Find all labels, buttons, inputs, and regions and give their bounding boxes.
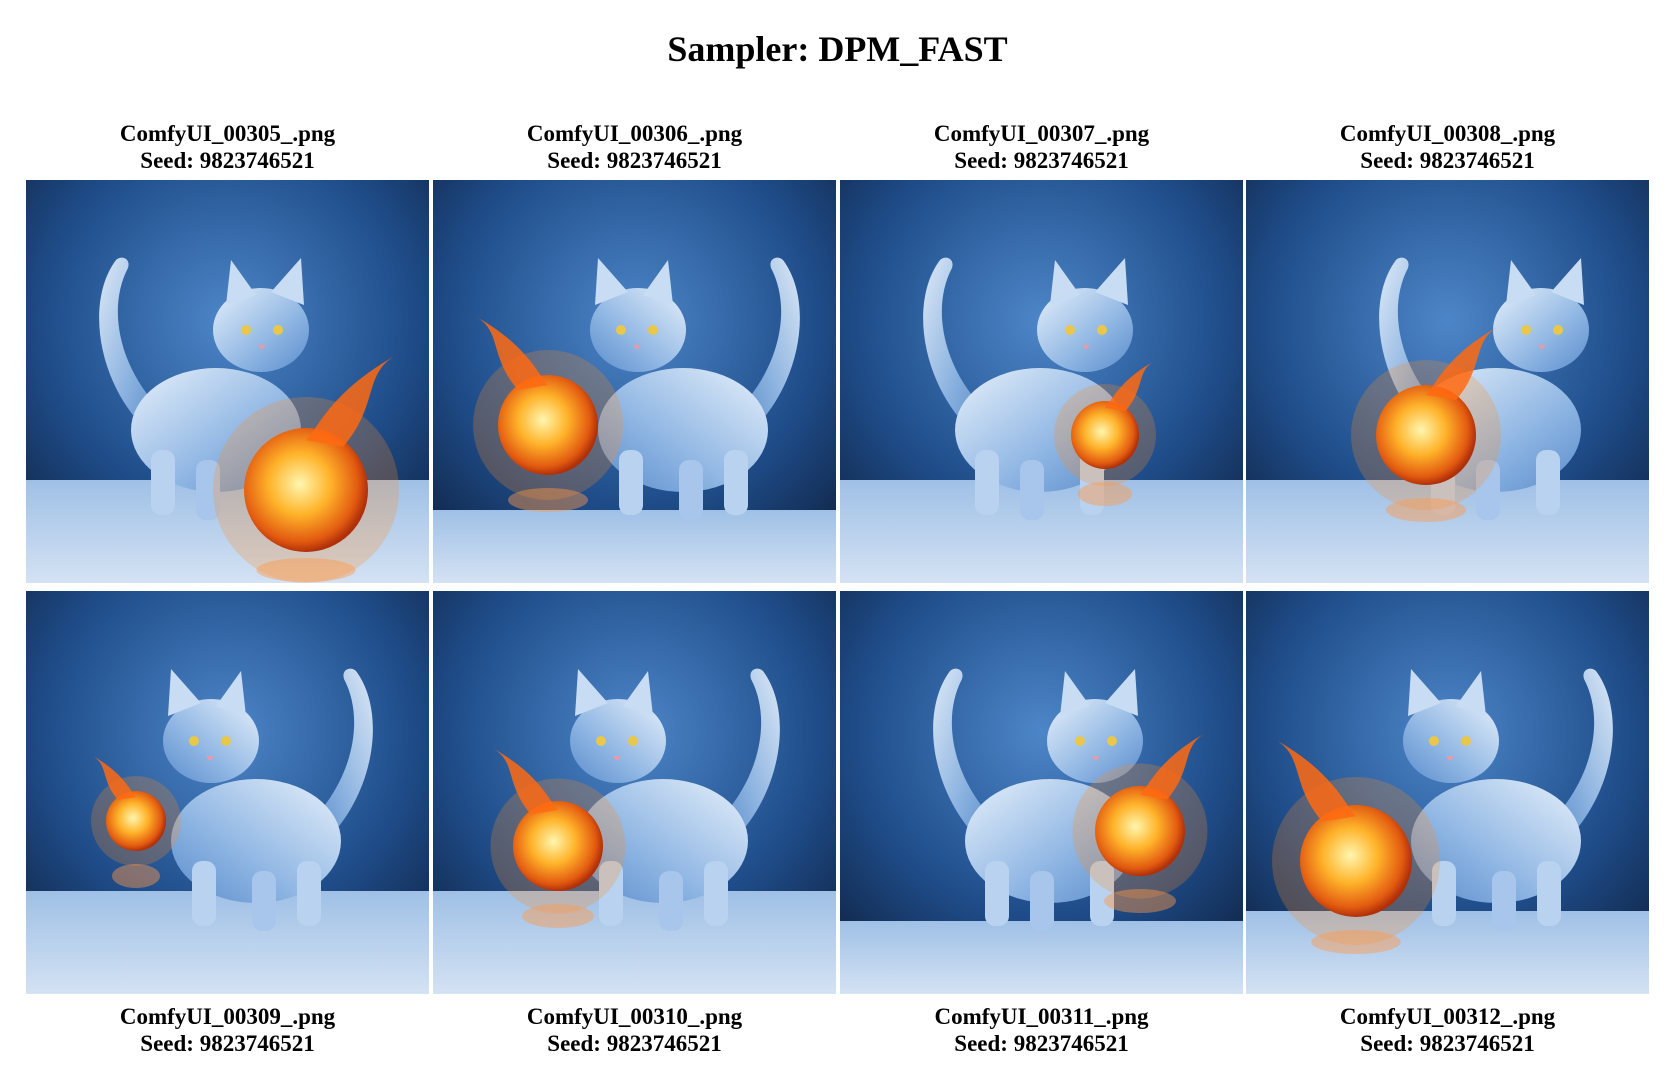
cat-with-fireball-image — [1246, 591, 1649, 994]
image-seed: Seed: 9823746521 — [954, 1031, 1129, 1056]
image-filename: ComfyUI_00311_.png — [934, 1004, 1149, 1029]
cat-with-fireball-image — [1246, 180, 1649, 583]
image-filename: ComfyUI_00305_.png — [119, 121, 336, 146]
image-caption: ComfyUI_00312_.png Seed: 9823746521 — [1246, 1003, 1649, 1057]
image-seed: Seed: 9823746521 — [1360, 148, 1535, 173]
image-filename: ComfyUI_00308_.png — [1339, 121, 1556, 146]
image-thumbnail[interactable] — [840, 180, 1243, 583]
image-thumbnail[interactable] — [1246, 591, 1649, 994]
cat-with-fireball-image — [26, 591, 429, 994]
cat-with-fireball-image — [433, 591, 836, 994]
image-seed: Seed: 9823746521 — [140, 148, 315, 173]
image-thumbnail[interactable] — [840, 591, 1243, 994]
image-thumbnail[interactable] — [26, 591, 429, 994]
image-thumbnail[interactable] — [433, 591, 836, 994]
image-thumbnail[interactable] — [433, 180, 836, 583]
image-caption: ComfyUI_00310_.png Seed: 9823746521 — [433, 1003, 836, 1057]
image-caption: ComfyUI_00309_.png Seed: 9823746521 — [26, 1003, 429, 1057]
image-filename: ComfyUI_00307_.png — [933, 121, 1150, 146]
image-filename: ComfyUI_00306_.png — [526, 121, 743, 146]
image-thumbnail[interactable] — [26, 180, 429, 583]
image-seed: Seed: 9823746521 — [140, 1031, 315, 1056]
cat-with-fireball-image — [26, 180, 429, 583]
image-seed: Seed: 9823746521 — [954, 148, 1129, 173]
cat-with-fireball-image — [840, 591, 1243, 994]
image-filename: ComfyUI_00310_.png — [526, 1004, 743, 1029]
image-caption: ComfyUI_00311_.png Seed: 9823746521 — [840, 1003, 1243, 1057]
page-title: Sampler: DPM_FAST — [667, 29, 1008, 69]
image-seed: Seed: 9823746521 — [547, 148, 722, 173]
image-caption: ComfyUI_00308_.png Seed: 9823746521 — [1246, 120, 1649, 174]
image-caption: ComfyUI_00305_.png Seed: 9823746521 — [26, 120, 429, 174]
image-thumbnail[interactable] — [1246, 180, 1649, 583]
cat-with-fireball-image — [433, 180, 836, 583]
image-caption: ComfyUI_00306_.png Seed: 9823746521 — [433, 120, 836, 174]
image-seed: Seed: 9823746521 — [547, 1031, 722, 1056]
cat-with-fireball-image — [840, 180, 1243, 583]
image-seed: Seed: 9823746521 — [1360, 1031, 1535, 1056]
image-filename: ComfyUI_00312_.png — [1339, 1004, 1556, 1029]
image-filename: ComfyUI_00309_.png — [119, 1004, 336, 1029]
image-caption: ComfyUI_00307_.png Seed: 9823746521 — [840, 120, 1243, 174]
